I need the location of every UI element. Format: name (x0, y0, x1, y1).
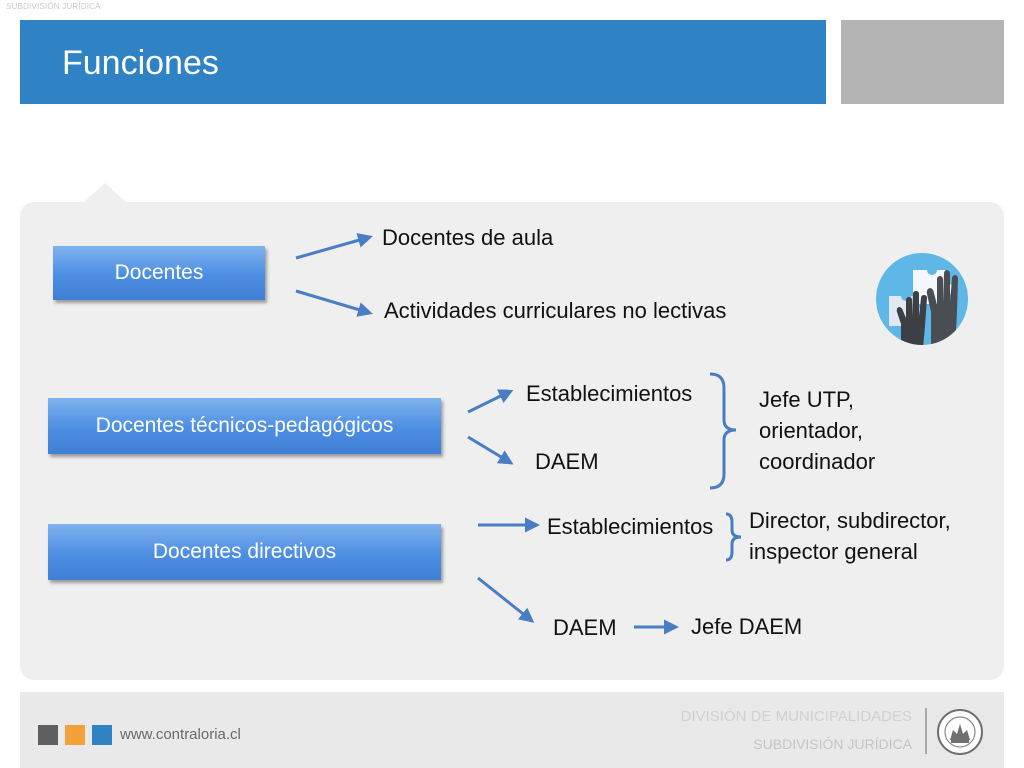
footer-url[interactable]: www.contraloria.cl (120, 726, 241, 743)
footer-square-blue (92, 725, 112, 745)
label-directivos-roles-2: inspector general (749, 539, 918, 564)
arrow-directivos-daem (477, 576, 535, 623)
bracket-tecnicos-roles (709, 372, 737, 490)
footer-separator (925, 708, 927, 754)
footer-square-orange (65, 725, 85, 745)
label-directivos-establecimientos: Establecimientos (547, 514, 714, 539)
category-docentes: Docentes (53, 246, 265, 300)
contraloria-seal-icon (937, 709, 983, 755)
footer-bar (20, 692, 1004, 768)
page-title: Funciones (62, 44, 219, 82)
label-directivos-daem: DAEM (553, 615, 617, 640)
puzzle-hands-icon (876, 253, 968, 345)
header-tag: SUBDIVISIÓN JURÍDICA (6, 2, 101, 11)
footer-division: DIVISIÓN DE MUNICIPALIDADES (680, 708, 912, 725)
title-bar (20, 20, 826, 104)
category-directivos: Docentes directivos (48, 524, 441, 580)
label-tecnicos-roles-2: orientador, (759, 418, 863, 443)
bracket-directivos-roles (725, 512, 742, 562)
label-directivos-roles-1: Director, subdirector, (749, 508, 951, 533)
category-tecnicos-pedagogicos: Docentes técnicos-pedagógicos (48, 398, 441, 454)
footer-subdivision: SUBDIVISIÓN JURÍDICA (753, 736, 912, 752)
label-actividades-curriculares: Actividades curriculares no lectivas (384, 298, 727, 323)
arrow-docentes-aula (295, 233, 373, 260)
footer-square-gray (38, 725, 58, 745)
arrow-tecnicos-daem (467, 435, 514, 465)
label-tecnicos-daem: DAEM (535, 449, 599, 474)
label-jefe-daem: Jefe DAEM (691, 614, 803, 639)
arrow-tecnicos-establecimientos (467, 389, 514, 414)
label-tecnicos-roles-1: Jefe UTP, (759, 387, 854, 412)
arrow-docentes-curriculares (295, 289, 373, 317)
header-gray-block (841, 20, 1004, 104)
label-docentes-de-aula: Docentes de aula (382, 225, 554, 250)
content-panel-notch (83, 183, 127, 203)
label-tecnicos-establecimientos: Establecimientos (526, 381, 693, 406)
label-tecnicos-roles-3: coordinador (759, 449, 876, 474)
